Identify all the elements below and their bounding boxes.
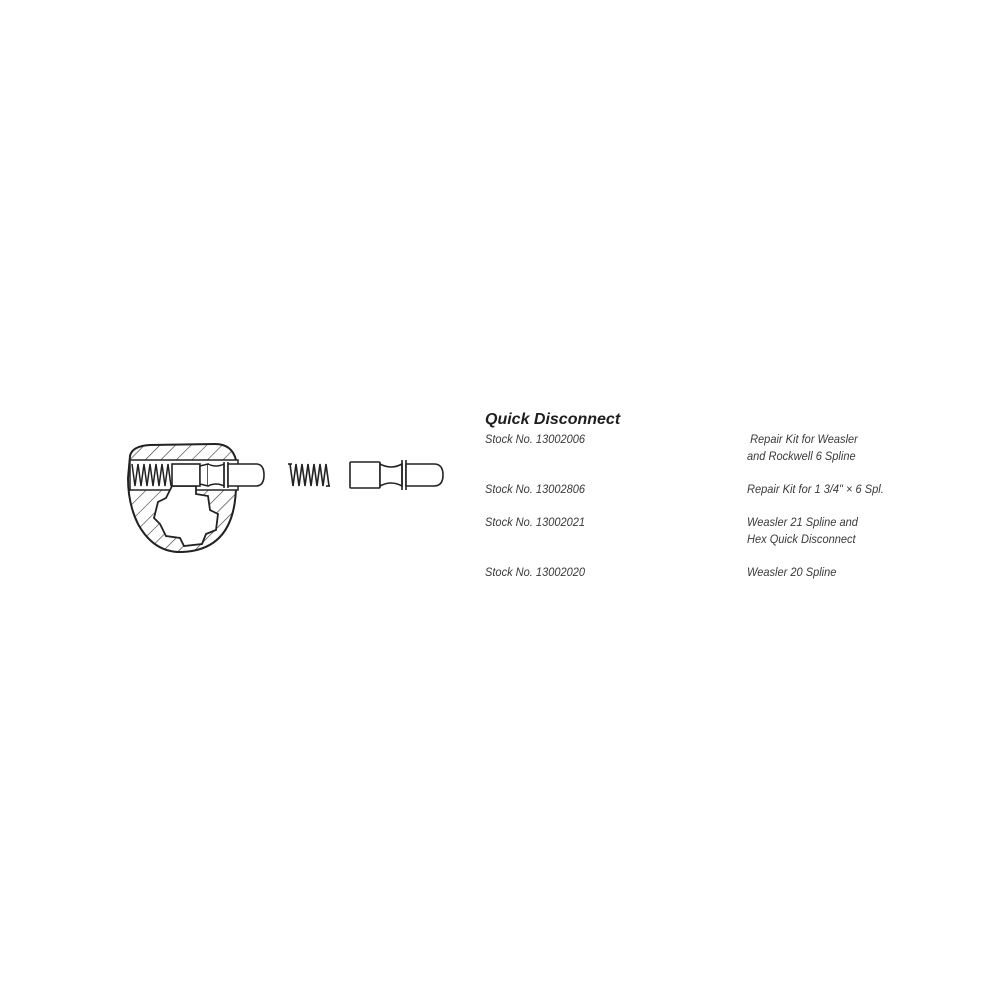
quick-disconnect-illustration bbox=[126, 442, 444, 554]
plunger-pin-part bbox=[349, 460, 444, 490]
item-description: Repair Kit for 1 3/4" × 6 Spl. bbox=[747, 481, 884, 498]
stock-number: Stock No. 13002806 bbox=[485, 482, 586, 496]
description-line: Weasler 21 Spline and bbox=[747, 515, 858, 529]
yoke-body bbox=[126, 442, 265, 554]
section-title: Quick Disconnect bbox=[485, 411, 621, 428]
item-description: Repair Kit for Weasler and Rockwell 6 Sp… bbox=[747, 431, 858, 465]
description-line: Repair Kit for Weasler bbox=[747, 432, 858, 446]
description-line: and Rockwell 6 Spline bbox=[747, 449, 856, 463]
stock-number: Stock No. 13002020 bbox=[485, 565, 586, 579]
spring-part bbox=[288, 463, 330, 487]
item-description: Weasler 21 Spline and Hex Quick Disconne… bbox=[747, 514, 858, 548]
stock-number: Stock No. 13002006 bbox=[485, 432, 586, 446]
description-line: Hex Quick Disconnect bbox=[747, 532, 856, 546]
stock-number: Stock No. 13002021 bbox=[485, 515, 586, 529]
description-line: Weasler 20 Spline bbox=[747, 565, 837, 579]
description-line: Repair Kit for 1 3/4" × 6 Spl. bbox=[747, 482, 884, 496]
item-description: Weasler 20 Spline bbox=[747, 564, 836, 581]
